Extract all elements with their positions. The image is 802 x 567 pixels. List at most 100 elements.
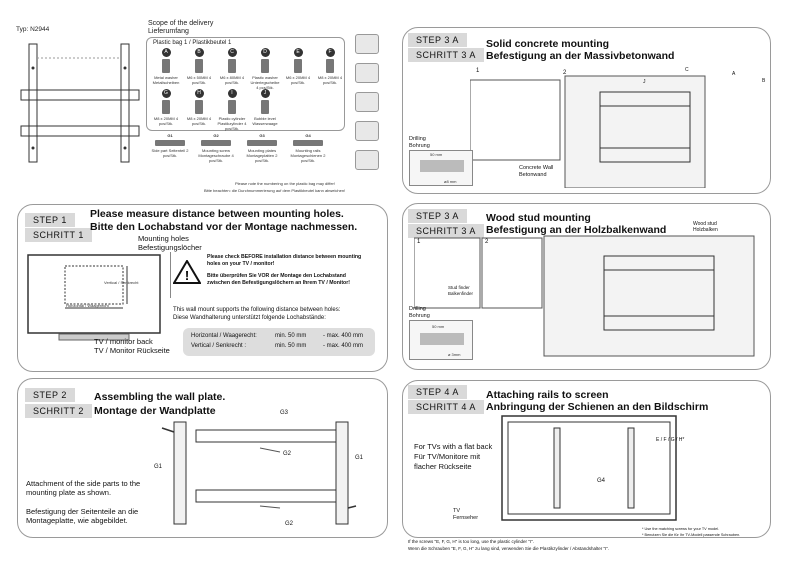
drill-hole [420,160,464,172]
part-i: I Plastic cylinder Plastikzylinder 4 pcs/… [216,89,248,131]
g1-label-right: G1 [355,455,364,461]
drill-diameter-label: ø8 mm [444,179,457,184]
gpart-id: G2 [213,133,219,138]
plastic-bag-box: Plastic bag 1 / Plastikbeutel 1 [146,37,345,131]
step1-title: Please measure distance between mounting… [90,208,344,220]
wall-icon [355,121,379,141]
part-text: Plastic cylinder Plastikzylinder 4 pcs/S… [217,116,247,131]
wood-wall-illustration [414,235,755,357]
horizontal-min: min. 50 mm [275,333,307,339]
part-image [228,100,236,114]
supports-text-de: Diese Wandhalterung unterstützt folgende… [173,315,326,321]
hole-distance-table: Horizontal / Waagerecht: min. 50 mm - ma… [183,328,375,356]
part-image [195,59,203,73]
wood-stud-label-de: Holzbalken [693,227,718,233]
svg-text:!: ! [185,268,189,283]
g1-label: G1 [154,464,163,470]
drill-icon [355,63,379,83]
part-image [162,100,170,114]
step3b-title: Wood stud mounting [486,212,591,224]
gpart-text: Mounting plates Montageplatten 2 pcs/Stk… [246,148,278,163]
g2-label: G2 [283,451,292,457]
part-id-badge: H [194,89,204,98]
part-id-badge: I [227,89,237,98]
supports-text: This wall mount supports the following d… [173,307,341,313]
tv-back-label-de: TV / Monitor Rückseite [94,346,170,355]
part-id-badge: E [293,48,303,57]
part-image [228,59,236,73]
part-id-badge: A [161,48,171,57]
gpart-id: G1 [167,133,173,138]
part-text: M8 x 20MM 4 pcs/Stk. [186,116,212,126]
vertical-max: - max. 400 mm [323,343,364,349]
persons-icon [355,150,379,170]
step2-title: Assembling the wall plate. [94,391,226,403]
tv-back-label: TV / monitor back [94,337,153,346]
wall-mount-illustration [20,43,140,163]
scope-title: Scope of the delivery [148,20,214,27]
step3b-title-de: Befestigung an der Holzbalkenwand [486,224,667,236]
part-id-badge: G [161,89,171,98]
footnote: If the screws "E, F, G, H" is too long, … [408,539,534,544]
part-id-badge: C [227,48,237,57]
drilling-label: Drilling [409,136,426,142]
wood-drilling-label: Drilling [409,306,426,312]
g3-label: G3 [280,410,289,416]
part-image [261,59,269,73]
label-b: B [762,78,766,84]
mounting-holes-label-de: Befestigungslöcher [138,243,202,252]
model-type: Typ: N2944 [16,26,50,33]
horizontal-label: Horizontal / Waagerecht [66,303,109,308]
horizontal-row-label: Horizontal / Waagerecht: [191,333,257,339]
step3a-number-2: 2 [563,70,567,76]
level-icon [355,92,379,112]
part-image [162,59,170,73]
part-text: M6 x 80MM 4 pcs/Stk. [219,75,245,85]
step1-title-de: Bitte den Lochabstand vor der Montage na… [90,221,358,233]
step3a-title-de: Befestigung an der Massivbetonwand [486,50,675,62]
part-image [195,100,203,114]
stud-finder-label: Stud finder [448,285,470,290]
part-text: M8 x 20MM 4 pcs/Stk. [317,75,343,85]
part-c: C M6 x 80MM 4 pcs/Stk. [216,48,248,85]
g2-label-bottom: G2 [285,521,294,527]
step3a-tag: STEP 3 A [408,33,467,47]
step3a-tag-de: SCHRITT 3 A [408,48,484,62]
gpart-id: G4 [305,133,311,138]
concrete-wall-label-de: Betonwand [519,171,547,178]
use-screws-note: * Use the matching screws for your TV mo… [642,527,720,531]
scope-title-de: Lieferumfang [148,28,189,35]
step2-text: Attachment of the side parts to the moun… [26,479,141,497]
wood-number-2: 2 [485,239,489,245]
part-text: Metal washer Metallscheiben [152,75,180,85]
wood-stud-label: Wood stud [693,221,717,227]
plastic-bag-label: Plastic bag 1 / Plastikbeutel 1 [153,40,232,46]
warning-divider [170,252,171,298]
tv-label: TV [453,508,461,514]
wood-number-1: 1 [417,239,421,245]
label-j: J [643,79,646,85]
part-image [294,59,302,73]
drilling-label-de: Bohrung [409,142,430,149]
part-id-badge: B [194,48,204,57]
wood-drill-diameter-label: ø 3mm [448,352,461,357]
step1-tag: STEP 1 [25,213,75,227]
vertical-min: min. 50 mm [275,343,307,349]
use-screws-note-de: * Benutzen Sie die für Ihr TV-Modell pas… [642,533,741,537]
stud-finder-label-de: Balkenfinder [448,290,474,296]
step1-tag-de: SCHRITT 1 [25,228,92,242]
tv-label-de: Fernseher [453,514,479,521]
part-a: A Metal washer Metallscheiben [150,48,182,85]
part-image [261,100,269,114]
gpart-text: Side part Seitenteil 2 pcs/Stk. [151,148,189,158]
wall-plate-assembly-illustration [161,421,357,525]
